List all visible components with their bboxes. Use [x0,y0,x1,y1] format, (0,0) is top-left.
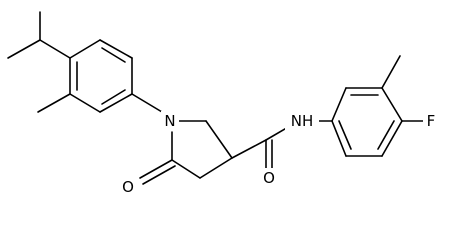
bond-c4-c5 [171,159,201,179]
atom-label-o-amide: O [263,169,275,187]
bond-ch2-c3 [205,120,233,159]
atom-label-o-lactam: O [122,178,134,196]
bond-right-ring-inner-b [377,120,395,150]
right-benzene-ring [331,87,403,157]
atom-label-n-ring: N [164,112,175,130]
bond-left-ring-5 [69,93,101,113]
bond-right-ring-6 [331,120,347,157]
bond-left-ring-2 [99,39,133,59]
bond-isopropyl-ch-ring [39,39,71,59]
bond-right-ring-inner-c [338,120,352,150]
bond-right-ring-1 [331,87,347,122]
structure-canvas: N NH O O F [7,11,441,198]
bond-left-ring-4 [99,93,133,113]
atom-label-f: F [427,112,436,130]
label-bg-n-ring [161,111,179,131]
bond-right-ring-methyl [381,55,401,89]
label-bg-f [423,111,441,131]
label-bg-nh [285,111,319,131]
isopropyl-group [7,11,71,59]
bond-left-ring-1 [69,39,101,59]
bond-c3-carbonyl [231,139,267,159]
bond-right-ring-3 [381,87,403,122]
bond-ring-to-n [131,93,163,113]
bond-left-ring-methyl [37,93,71,113]
bond-c3-c4 [199,157,233,179]
bond-isopropyl-ch-ch3-left [7,39,41,59]
bond-lactam-co-b [142,165,176,185]
label-bg-o-lactam [120,178,138,198]
bond-left-ring-inner-b [101,89,126,105]
bond-lactam-co-a [139,159,173,179]
atom-label-nh: NH [291,112,314,130]
molecule-diagram: N NH O O F [7,11,441,198]
left-benzene-ring [69,39,133,113]
label-bg-o-amide [259,168,279,188]
bond-left-ring-inner-a [101,47,126,63]
pyrrolidinone-ring [171,120,233,179]
bond-right-ring-4 [381,120,403,157]
atom-labels: N NH O O F [120,111,441,198]
